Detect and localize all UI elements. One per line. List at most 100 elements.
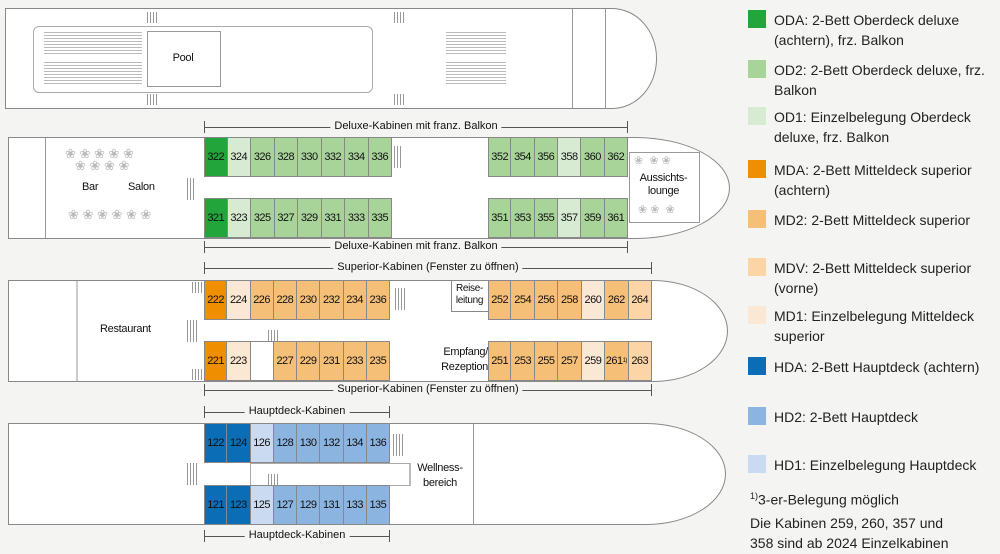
cabin-251[interactable]: 251 (488, 341, 512, 381)
cabin-number: 260 (584, 294, 602, 306)
stairs-icon (393, 434, 403, 456)
cabin-125[interactable]: 125 (250, 485, 274, 525)
legend-label: MD2: 2-Bett Mitteldeck superior (774, 212, 971, 228)
cabin-231[interactable]: 231 (320, 341, 344, 381)
cabin-355[interactable]: 355 (534, 198, 558, 238)
cabin-130[interactable]: 130 (297, 423, 321, 463)
cabin-223[interactable]: 223 (227, 341, 251, 381)
legend-label: OD2: 2-Bett Oberdeck deluxe, frz. Balkon (774, 62, 985, 98)
cabin-number: 351 (491, 212, 509, 224)
cabin-228[interactable]: 228 (273, 280, 297, 320)
cabin-number: 123 (229, 499, 247, 511)
cabin-number: 256 (537, 294, 555, 306)
cabin-234[interactable]: 234 (343, 280, 367, 320)
cabin-226[interactable]: 226 (250, 280, 274, 320)
cabin-127[interactable]: 127 (273, 485, 297, 525)
cabin-259[interactable]: 259 (581, 341, 606, 381)
cabin-121[interactable]: 121 (204, 485, 228, 525)
cabin-331[interactable]: 331 (321, 198, 345, 238)
cabin-252[interactable]: 252 (488, 280, 512, 320)
cabin-227[interactable]: 227 (273, 341, 297, 381)
cabin-number: 131 (322, 499, 340, 511)
cabin-224[interactable]: 224 (227, 280, 251, 320)
cabin-number: 258 (561, 294, 578, 306)
cabin-number: 134 (346, 437, 364, 449)
cabin-229[interactable]: 229 (297, 341, 321, 381)
legend-label: MD1: Einzelbelegung Mitteldeck superior (774, 308, 974, 344)
cabin-255[interactable]: 255 (534, 341, 559, 381)
cabin-232[interactable]: 232 (320, 280, 344, 320)
cabin-136[interactable]: 136 (366, 423, 390, 463)
table-icon: ❀ ❀ ❀ ❀ ❀ ❀ (68, 207, 152, 222)
footnote: 1)3-er-Belegung möglich (750, 491, 899, 508)
legend-swatch (748, 107, 766, 125)
cabin-135[interactable]: 135 (366, 485, 390, 525)
cabin-260[interactable]: 260 (581, 280, 606, 320)
cabin-253[interactable]: 253 (511, 341, 535, 381)
cabin-335[interactable]: 335 (368, 198, 392, 238)
cabin-361[interactable]: 361 (604, 198, 628, 238)
cabin-326[interactable]: 326 (251, 137, 275, 177)
cabin-257[interactable]: 257 (558, 341, 582, 381)
cabin-126[interactable]: 126 (250, 423, 274, 463)
cabin-362[interactable]: 362 (604, 137, 628, 177)
cabin-254[interactable]: 254 (511, 280, 535, 320)
cabin-131[interactable]: 131 (320, 485, 344, 525)
cabin-356[interactable]: 356 (534, 137, 558, 177)
cabin-133[interactable]: 133 (343, 485, 367, 525)
cabin-330[interactable]: 330 (298, 137, 322, 177)
cabin-327[interactable]: 327 (274, 198, 298, 238)
cabin-number: 353 (514, 212, 531, 224)
divider (473, 424, 474, 524)
cabin-357[interactable]: 357 (557, 198, 582, 238)
cabin-358[interactable]: 358 (557, 137, 582, 177)
cabin-325[interactable]: 325 (251, 198, 275, 238)
cabin-333[interactable]: 333 (345, 198, 369, 238)
cabin-122[interactable]: 122 (204, 423, 228, 463)
cabin-256[interactable]: 256 (534, 280, 559, 320)
cabin-230[interactable]: 230 (297, 280, 321, 320)
cabin-322[interactable]: 322 (204, 137, 228, 177)
cabin-132[interactable]: 132 (320, 423, 344, 463)
cabin-number: 334 (347, 151, 365, 163)
cabin-336[interactable]: 336 (368, 137, 392, 177)
footnote-mark: 1) (622, 358, 628, 364)
cabin-264[interactable]: 264 (628, 280, 652, 320)
cabin-258[interactable]: 258 (558, 280, 582, 320)
cabin-129[interactable]: 129 (297, 485, 321, 525)
cabin-124[interactable]: 124 (227, 423, 251, 463)
cabin-123[interactable]: 123 (227, 485, 251, 525)
cabin-353[interactable]: 353 (511, 198, 535, 238)
cabin-332[interactable]: 332 (321, 137, 345, 177)
cabin-number: 125 (253, 499, 271, 511)
cabin-262[interactable]: 262 (605, 280, 629, 320)
legend-swatch (748, 455, 766, 473)
cabin-236[interactable]: 236 (366, 280, 390, 320)
cabin-324[interactable]: 324 (227, 137, 251, 177)
cabin-323[interactable]: 323 (227, 198, 251, 238)
cabin-263[interactable]: 263 (628, 341, 652, 381)
cabin-128[interactable]: 128 (273, 423, 297, 463)
cabin-number: 261 (605, 355, 623, 367)
cabin-134[interactable]: 134 (343, 423, 367, 463)
cabin-number: 362 (607, 151, 625, 163)
cabin-359[interactable]: 359 (581, 198, 605, 238)
cabin-351[interactable]: 351 (488, 198, 512, 238)
cabin-334[interactable]: 334 (345, 137, 369, 177)
cabin-360[interactable]: 360 (581, 137, 605, 177)
cabin-222[interactable]: 222 (204, 280, 228, 320)
cabin-221[interactable]: 221 (204, 341, 228, 381)
cabin-number: 355 (537, 212, 555, 224)
cabin-235[interactable]: 235 (366, 341, 390, 381)
cabin-354[interactable]: 354 (511, 137, 535, 177)
cabin-321[interactable]: 321 (204, 198, 228, 238)
cabin-233[interactable]: 233 (343, 341, 367, 381)
cabin-352[interactable]: 352 (488, 137, 512, 177)
cabin-328[interactable]: 328 (274, 137, 298, 177)
cabin-329[interactable]: 329 (298, 198, 322, 238)
